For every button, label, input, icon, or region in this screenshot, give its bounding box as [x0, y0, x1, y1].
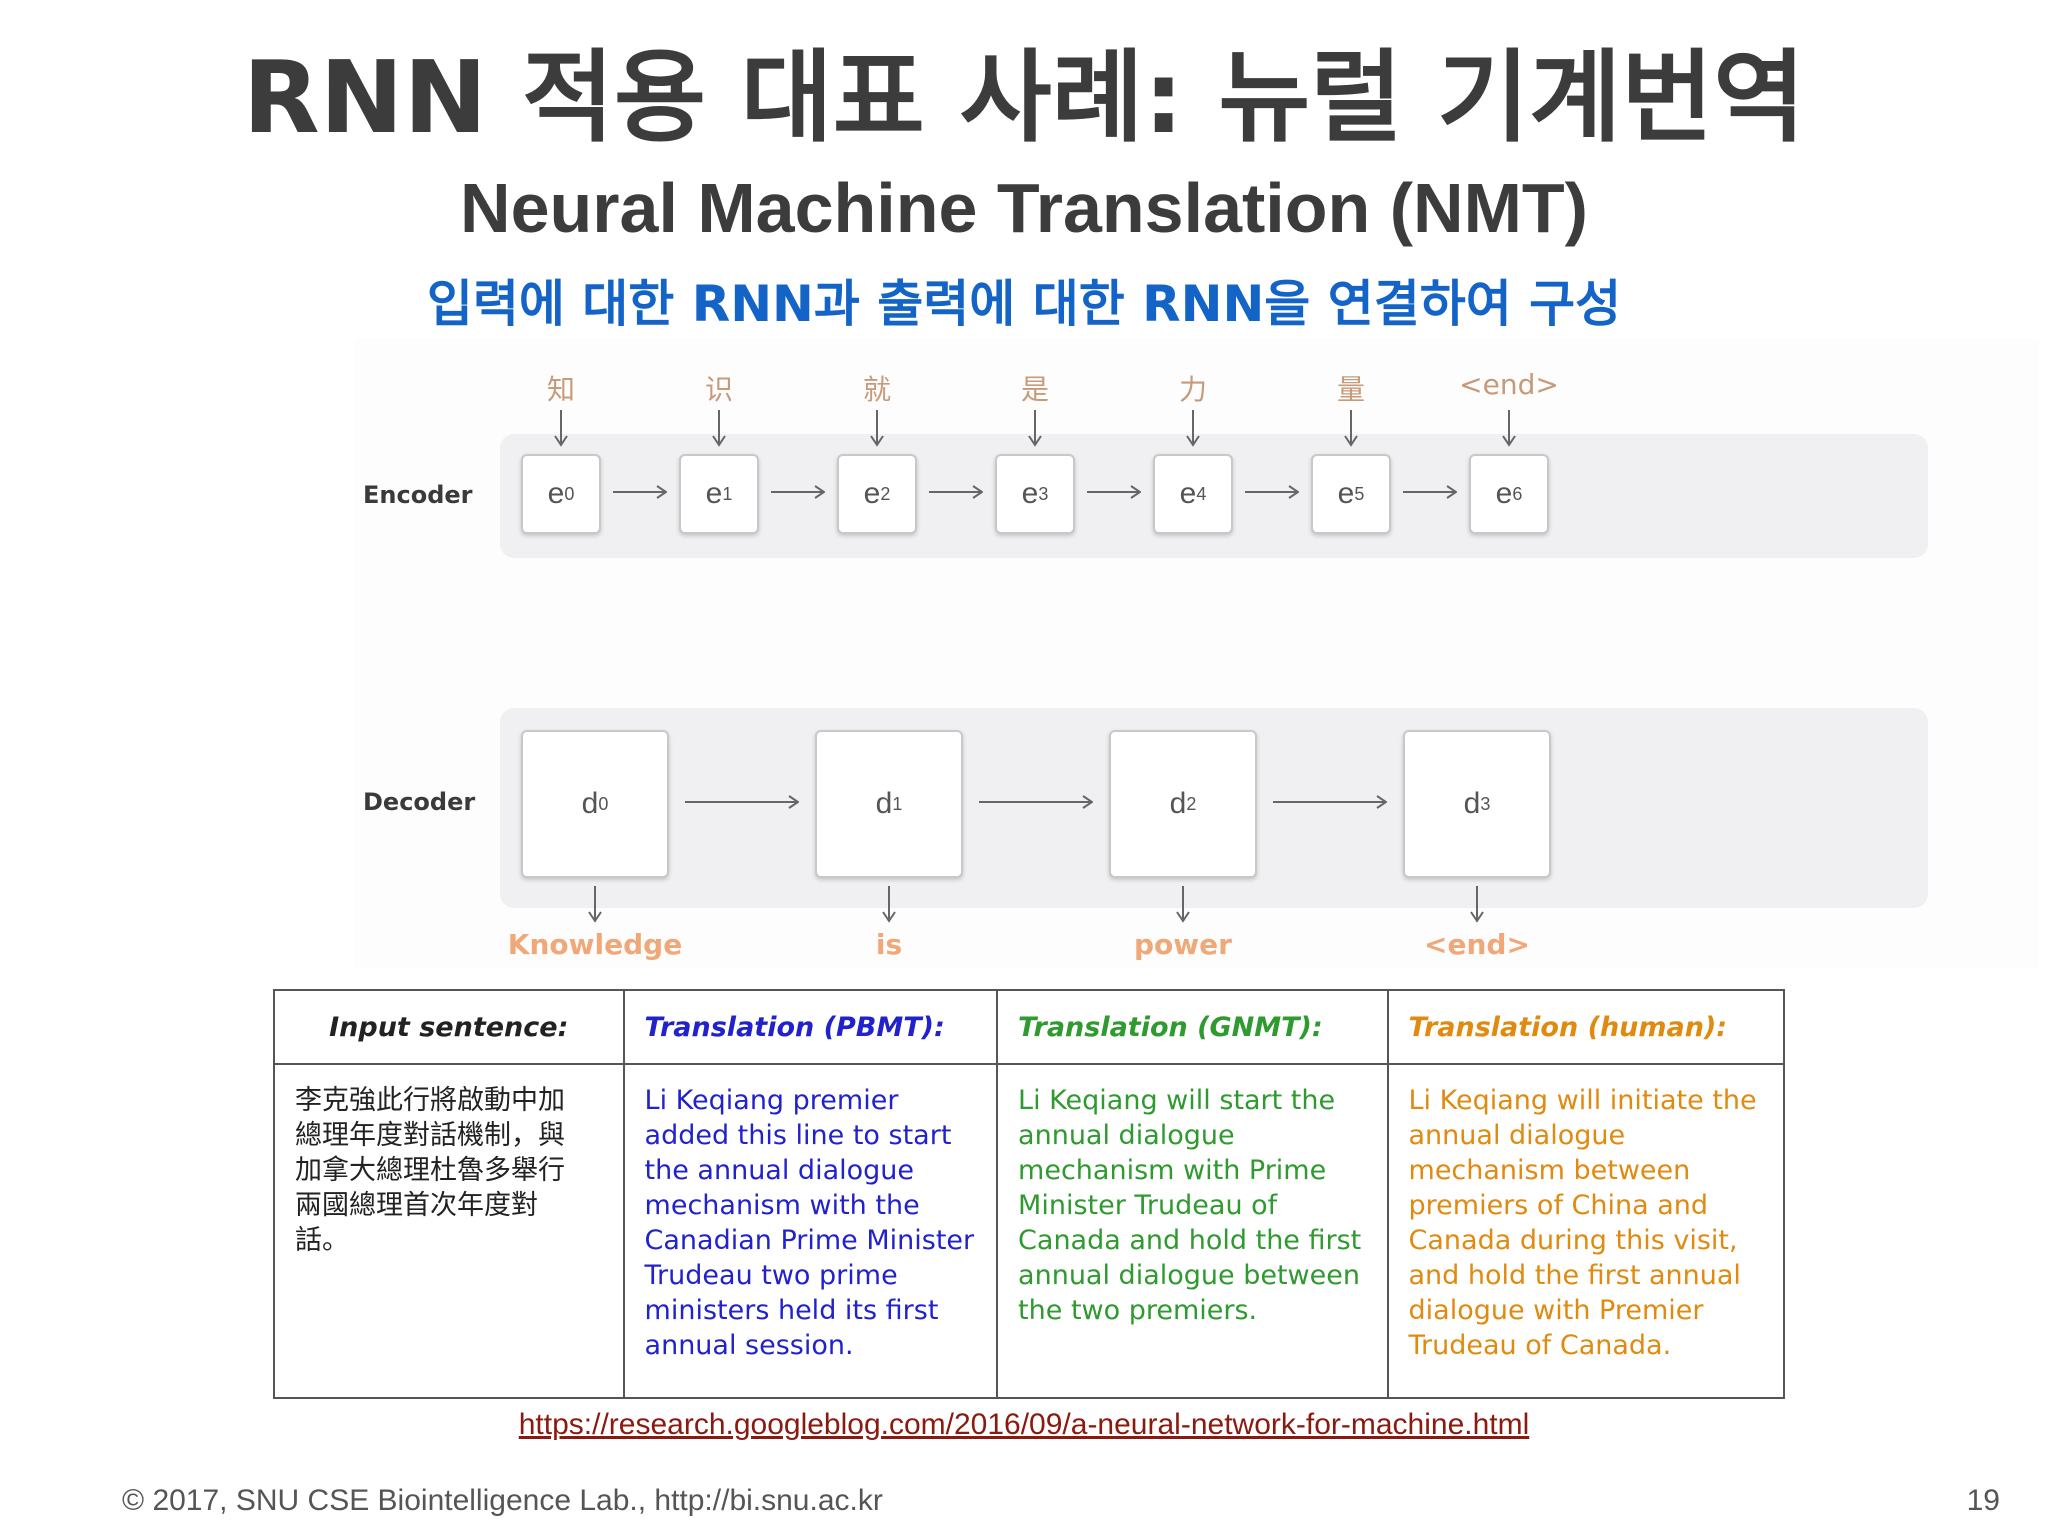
- cell-line: Li Keqiang will start the: [1018, 1085, 1336, 1116]
- cell-line: annual dialogue between: [1018, 1260, 1360, 1291]
- encoder-label: Encoder: [363, 481, 473, 509]
- cell-line: 話。: [295, 1225, 349, 1256]
- header-pbmt: Translation (PBMT):: [622, 989, 999, 1065]
- input-arrow-icon: [1344, 410, 1358, 447]
- encoder-arrow-icon: [1087, 485, 1141, 499]
- encoder-arrow-icon: [929, 485, 983, 499]
- cell-line: mechanism between: [1408, 1155, 1691, 1186]
- cell-line: 加拿大總理杜魯多舉行: [295, 1155, 565, 1186]
- cell-line: annual session.: [644, 1330, 854, 1361]
- input-token: 是: [1020, 373, 1049, 406]
- source-link[interactable]: https://research.googleblog.com/2016/09/…: [518, 1408, 1530, 1441]
- input-token: 就: [862, 373, 891, 406]
- input-arrow-icon: [1502, 410, 1516, 447]
- input-arrow-icon: [554, 410, 568, 447]
- cell-input: 李克強此行將啟動中加總理年度對話機制，與加拿大總理杜魯多舉行兩國總理首次年度對話…: [273, 1063, 625, 1399]
- cell-line: 李克強此行將啟動中加: [295, 1085, 565, 1116]
- cell-pbmt: Li Keqiang premier added this line to sta…: [622, 1063, 999, 1399]
- cell-line: Canadian Prime Minister: [644, 1225, 975, 1256]
- input-arrow-icon: [1186, 410, 1200, 447]
- output-token: Knowledge: [507, 928, 683, 961]
- cell-line: annual dialogue: [1018, 1120, 1235, 1151]
- cell-line: 兩國總理首次年度對: [295, 1190, 538, 1221]
- cell-line: Minister Trudeau of: [1018, 1190, 1278, 1221]
- encoder-arrow-icon: [1245, 485, 1299, 499]
- cell-line: annual dialogue: [1408, 1120, 1626, 1151]
- decoder-arrow-icon: [685, 795, 799, 809]
- cell-line: mechanism with Prime: [1018, 1155, 1327, 1186]
- header-human: Translation (human):: [1386, 989, 1786, 1065]
- input-arrow-icon: [870, 410, 884, 447]
- cell-gnmt: Li Keqiang will start the annual dialogue…: [996, 1063, 1389, 1399]
- output-arrow-icon: [882, 886, 896, 923]
- cell-line: the two premiers.: [1018, 1295, 1258, 1326]
- decoder-arrow-icon: [1273, 795, 1387, 809]
- copyright-footer: © 2017, SNU CSE Biointelligence Lab., ht…: [122, 1484, 883, 1517]
- input-arrow-icon: [712, 410, 726, 447]
- cell-line: Li Keqiang premier: [644, 1085, 899, 1116]
- slide-tagline: 입력에 대한 RNN과 출력에 대한 RNN을 연결하여 구성: [426, 275, 1622, 333]
- input-token: 知: [546, 373, 575, 406]
- cell-line: the annual dialogue: [644, 1155, 915, 1186]
- cell-line: Trudeau of Canada.: [1408, 1330, 1672, 1361]
- input-arrow-icon: [1028, 410, 1042, 447]
- encoder-arrow-icon: [771, 485, 825, 499]
- encoder-arrow-icon: [1403, 485, 1457, 499]
- output-arrow-icon: [1176, 886, 1190, 923]
- output-arrow-icon: [588, 886, 602, 923]
- output-token: power: [1134, 928, 1232, 961]
- cell-line: mechanism with the: [644, 1190, 920, 1221]
- output-arrow-icon: [1470, 886, 1484, 923]
- cell-line: ministers held its first: [644, 1295, 939, 1326]
- slide-subtitle: Neural Machine Translation (NMT): [460, 169, 1588, 247]
- header-gnmt: Translation (GNMT):: [996, 989, 1389, 1065]
- cell-line: added this line to start: [644, 1120, 952, 1151]
- translation-table: Input sentence: Translation (PBMT): Tran…: [273, 989, 1786, 1399]
- cell-line: Trudeau two prime: [644, 1260, 898, 1291]
- decoder-label: Decoder: [363, 788, 476, 816]
- cell-line: Canada and hold the first: [1018, 1225, 1362, 1256]
- table-row: 李克強此行將啟動中加總理年度對話機制，與加拿大總理杜魯多舉行兩國總理首次年度對話…: [273, 1063, 1786, 1399]
- cell-line: 總理年度對話機制，與: [295, 1120, 565, 1151]
- cell-line: dialogue with Premier: [1408, 1295, 1704, 1326]
- cell-line: Canada during this visit,: [1408, 1225, 1738, 1256]
- input-token: <end>: [1459, 368, 1559, 401]
- cell-line: Li Keqiang will initiate the: [1408, 1085, 1757, 1116]
- output-token: <end>: [1424, 928, 1530, 961]
- cell-human: Li Keqiang will initiate the annual dialo…: [1386, 1063, 1786, 1399]
- cell-line: premiers of China and: [1408, 1190, 1709, 1221]
- output-token: is: [875, 928, 903, 961]
- decoder-arrow-icon: [979, 795, 1093, 809]
- slide-title: RNN 적용 대표 사례: 뉴럴 기계번역: [242, 39, 1806, 156]
- table-header-row: Input sentence: Translation (PBMT): Tran…: [273, 989, 1786, 1065]
- input-token: 识: [704, 373, 733, 406]
- header-input: Input sentence:: [273, 989, 625, 1065]
- page-number: 19: [1966, 1484, 2000, 1517]
- encoder-arrow-icon: [613, 485, 667, 499]
- input-token: 量: [1336, 373, 1365, 406]
- input-token: 力: [1178, 373, 1207, 406]
- cell-line: and hold the first annual: [1408, 1260, 1741, 1291]
